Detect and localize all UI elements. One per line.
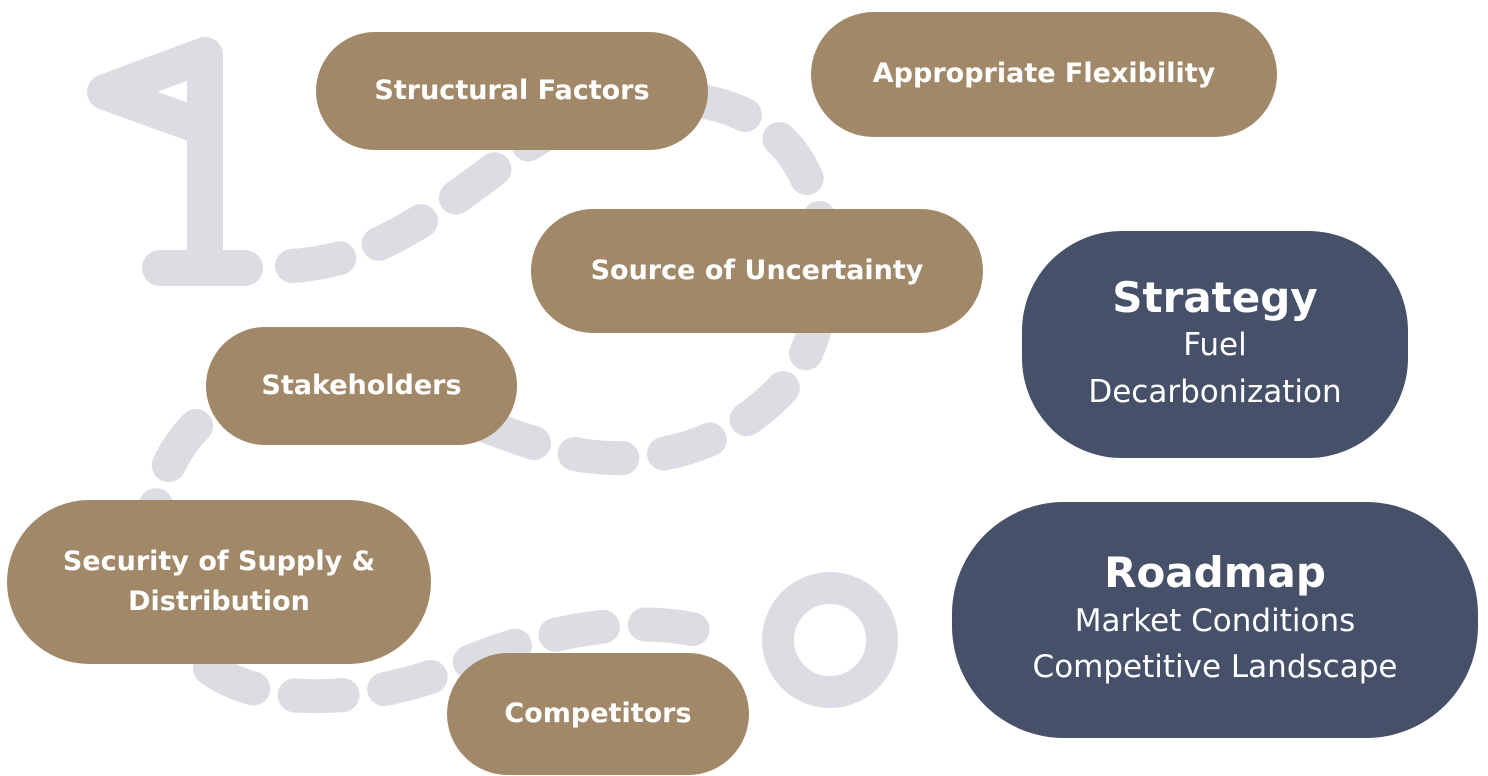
strategy-title: Strategy	[1112, 272, 1318, 322]
strategy-line1: Fuel	[1183, 327, 1247, 364]
strategy-card: Strategy Fuel Decarbonization	[1022, 231, 1408, 458]
circle-target-icon	[762, 572, 898, 708]
factor-stakeholders-label: Stakeholders	[261, 369, 462, 401]
factor-competitors-label: Competitors	[504, 697, 692, 729]
factor-uncertainty: Source of Uncertainty	[531, 209, 983, 333]
factor-competitors: Competitors	[447, 653, 749, 775]
factor-flexibility-label: Appropriate Flexibility	[872, 58, 1216, 90]
roadmap-card: Roadmap Market Conditions Competitive La…	[952, 502, 1478, 738]
factor-structural: Structural Factors	[316, 32, 708, 150]
roadmap-line2: Competitive Landscape	[1032, 649, 1398, 686]
strategy-line2: Decarbonization	[1088, 373, 1342, 410]
factor-security-line2: Distribution	[128, 586, 310, 617]
roadmap-title: Roadmap	[1104, 548, 1326, 598]
factor-flexibility: Appropriate Flexibility	[811, 12, 1277, 137]
factor-stakeholders: Stakeholders	[206, 327, 517, 445]
roadmap-line1: Market Conditions	[1074, 602, 1356, 639]
factor-security-line1: Security of Supply &	[62, 545, 376, 577]
factor-security: Security of Supply & Distribution	[7, 500, 431, 664]
factor-structural-label: Structural Factors	[374, 74, 650, 106]
factor-uncertainty-label: Source of Uncertainty	[590, 254, 924, 286]
flag-icon	[87, 37, 263, 286]
